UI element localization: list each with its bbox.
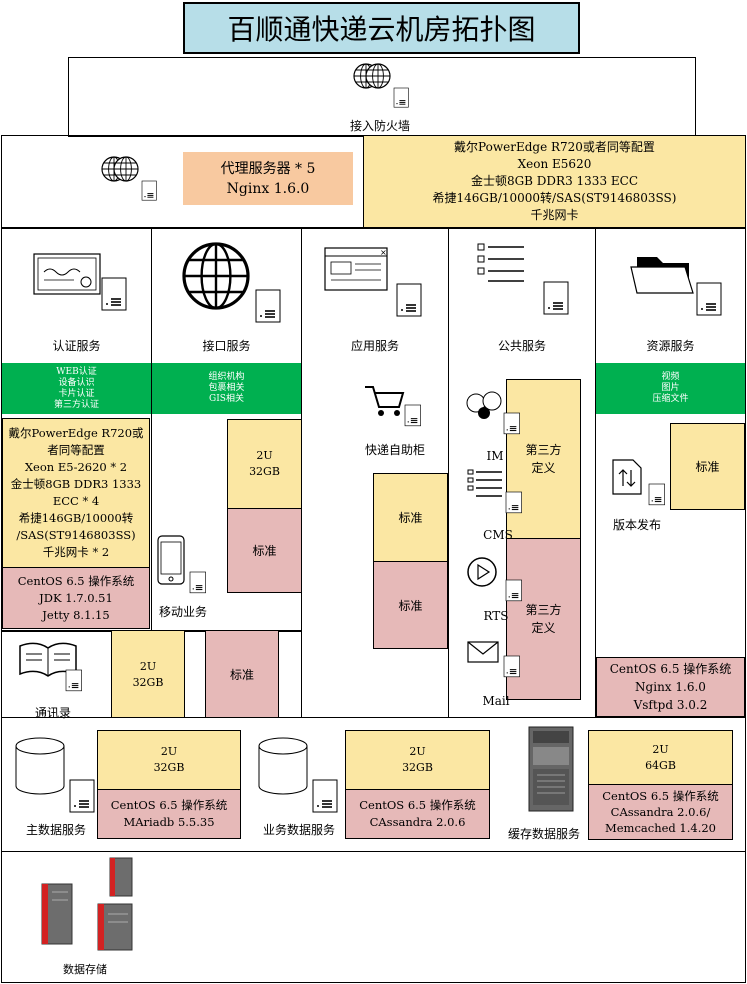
proxy-icon: [101, 156, 157, 201]
business-db-icon: [258, 737, 338, 813]
business-db-os: CentOS 6.5 操作系统 CAssandra 2.0.6: [345, 789, 490, 839]
app-window-icon: ×: [324, 247, 422, 317]
locker-standard-1: 标准: [373, 473, 448, 562]
main-db-label: 主数据服务: [25, 823, 86, 837]
mobile-phone-icon: [157, 535, 207, 594]
cache-db-os: CentOS 6.5 操作系统 CAssandra 2.0.6/ Memcach…: [588, 784, 733, 840]
public-list-icon: [477, 243, 569, 315]
mobile-label: 移动业务: [158, 605, 207, 619]
certificate-icon: [33, 253, 127, 311]
svg-text:×: ×: [380, 248, 387, 257]
main-db-os: CentOS 6.5 操作系统 MAriadb 5.5.35: [97, 789, 241, 839]
auth-features: WEB认证 设备认识 卡片认证 第三方认证: [2, 363, 151, 414]
storage-zone: [1, 851, 746, 983]
resource-service-label: 资源服务: [646, 339, 695, 353]
rts-play-icon: [467, 557, 523, 602]
mail-label: Mail: [482, 694, 510, 708]
main-db-icon: [15, 737, 95, 813]
mail-icon: [467, 641, 521, 678]
cms-icon: [467, 469, 523, 514]
resource-os-spec: CentOS 6.5 操作系统 Nginx 1.6.0 Vsftpd 3.0.2: [596, 657, 745, 717]
im-icon: [466, 391, 521, 435]
auth-os-spec: CentOS 6.5 操作系统 JDK 1.7.0.51 Jetty 8.1.1…: [2, 567, 150, 629]
proxy-server-box: 代理服务器 * 5 Nginx 1.6.0: [183, 152, 353, 205]
firewall-label: 接入防火墙: [349, 119, 410, 133]
business-db-spec: 2U 32GB: [345, 730, 490, 790]
release-label: 版本发布: [612, 518, 661, 532]
cache-db-spec: 2U 64GB: [588, 730, 733, 785]
storage-label: 数据存储: [63, 963, 107, 976]
auth-hw-spec: 戴尔PowerEdge R720或 者同等配置 Xeon E5-2620 * 2…: [2, 418, 150, 568]
cache-server-icon: [528, 726, 574, 812]
locker-label: 快递自助柜: [364, 443, 425, 457]
release-standard: 标准: [670, 423, 745, 510]
firewall-icon: [353, 63, 409, 108]
business-db-label: 业务数据服务: [262, 823, 335, 837]
title-text: 百顺通快递云机房拓扑图: [227, 13, 536, 46]
mobile-spec: 2U 32GB: [227, 419, 302, 509]
auth-service-label: 认证服务: [52, 339, 101, 353]
main-db-spec: 2U 32GB: [97, 730, 241, 790]
page-title: 百顺通快递云机房拓扑图: [183, 2, 580, 54]
proxy-hw-spec: 戴尔PowerEdge R720或者同等配置 Xeon E5620 金士顿8GB…: [363, 135, 746, 228]
contacts-label: 通讯录: [34, 706, 71, 720]
locker-standard-2: 标准: [373, 561, 448, 649]
api-service-label: 接口服务: [202, 339, 251, 353]
rts-label: RTS: [483, 609, 509, 623]
public-service-label: 公共服务: [497, 339, 546, 353]
cart-icon: [365, 386, 422, 427]
contacts-standard: 标准: [205, 630, 279, 718]
cms-label: CMS: [483, 528, 513, 542]
app-service-label: 应用服务: [350, 339, 399, 353]
contacts-spec: 2U 32GB: [111, 631, 185, 718]
mobile-standard: 标准: [227, 508, 302, 593]
release-icon: [612, 459, 666, 506]
storage-array-icon: [41, 857, 133, 951]
cache-db-label: 缓存数据服务: [507, 827, 580, 841]
api-features: 组织机构 包裹相关 GIS相关: [152, 363, 301, 414]
resource-features: 视频 图片 压缩文件: [596, 363, 745, 414]
book-icon: [19, 642, 83, 692]
folder-icon: [630, 257, 722, 316]
api-globe-icon: [182, 242, 281, 323]
im-label: IM: [486, 449, 504, 463]
